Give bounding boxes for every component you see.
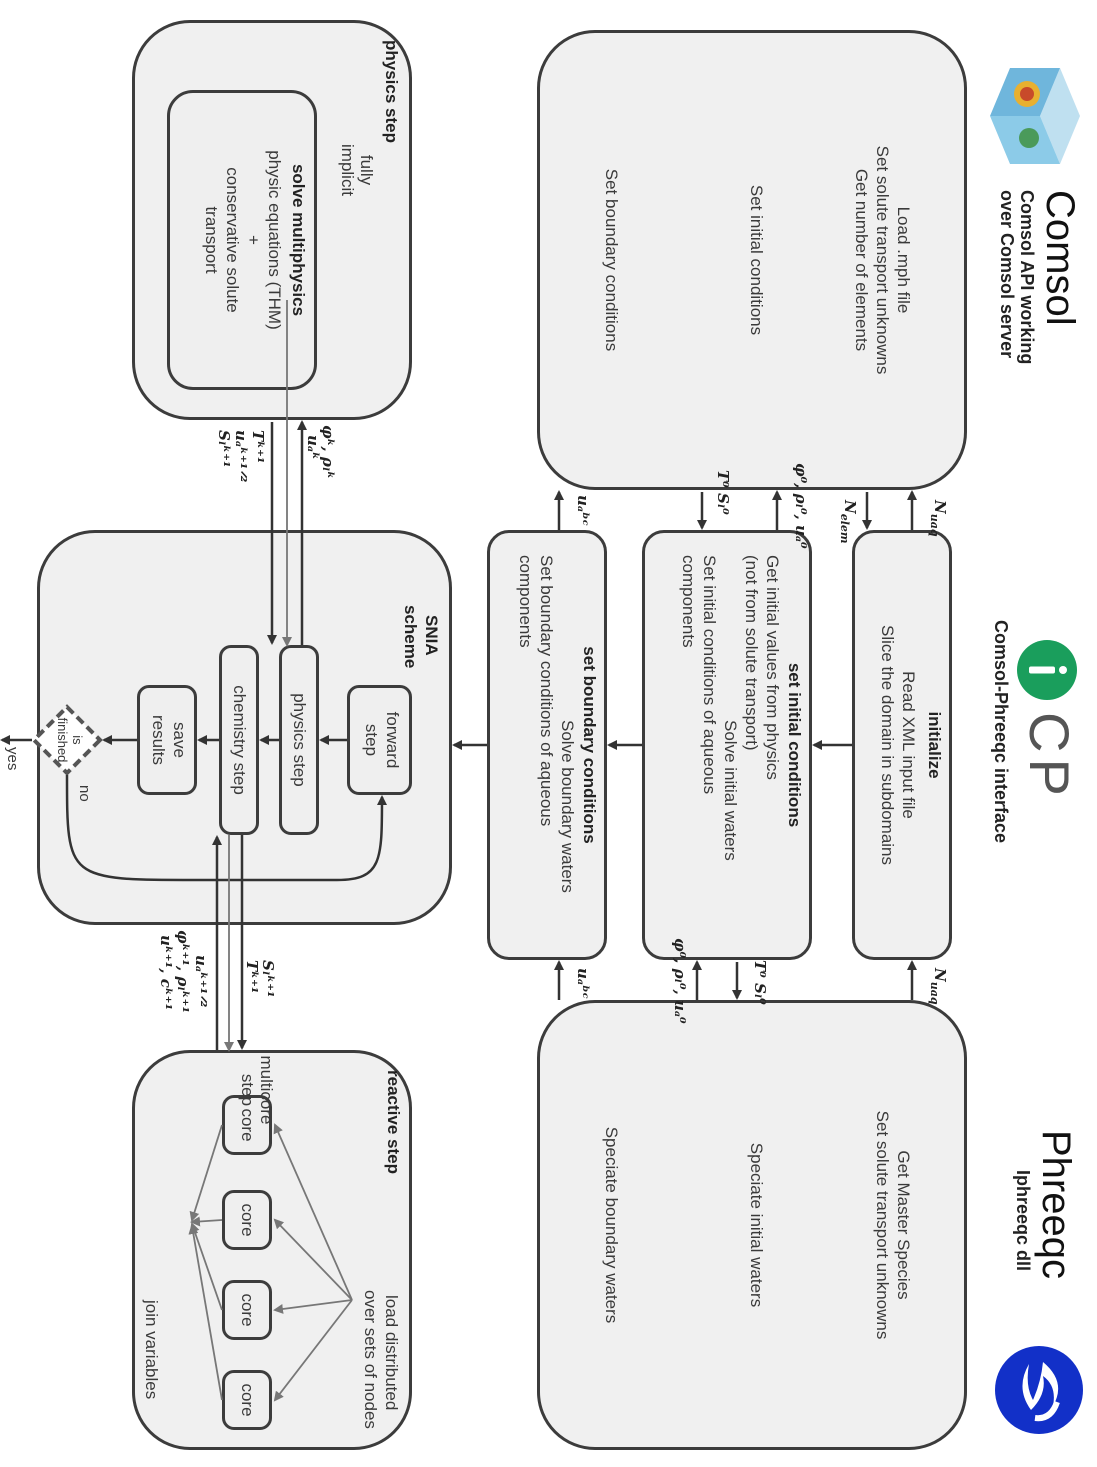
phreeqc-logo-icon	[991, 1342, 1087, 1438]
label-nelem: Nelem	[838, 500, 859, 544]
is-finished-diamond	[31, 704, 103, 776]
label-phys-out-2: uₐᵏ⁺¹ᐟ²	[232, 430, 250, 483]
label-nuaq-left: Nuaq	[928, 500, 949, 537]
label-phys-out-1: Tᵏ⁺¹	[249, 430, 267, 464]
label-nuaq-right: Nuaq	[928, 968, 949, 1005]
label-chem-out-3: uₐᵏ⁺¹ᐟ²	[192, 955, 210, 1008]
label-ubc-right: uₐᵇᶜ	[574, 968, 592, 999]
label-t0-left: T⁰ Sₗ⁰	[714, 470, 732, 515]
label-t0-right: T⁰ Sₗ⁰	[751, 960, 769, 1005]
label-phys-in-2: uₐᵏ	[304, 435, 322, 460]
label-chem-out-1: Sₗᵏ⁺¹	[259, 960, 277, 998]
label-phi0-right: φ⁰, ρₗ⁰, uₐ⁰	[671, 938, 689, 1024]
label-chem-in-1: φᵏ⁺¹, ρₗᵏ⁺¹	[174, 930, 192, 1014]
comsol-logo-icon	[985, 58, 1085, 174]
label-chem-out-2: Tᵏ⁺¹	[243, 960, 261, 994]
label-chem-in-2: uᵏ⁺¹, cᵏ⁺¹	[157, 935, 175, 1011]
label-phi0-left: φ⁰, ρₗ⁰, uₐ⁰	[792, 463, 810, 549]
label-phys-out-3: Sₗᵏ⁺¹	[215, 430, 233, 468]
label-ubc-left: uₐᵇᶜ	[574, 495, 592, 526]
icp-logo-icon	[1015, 638, 1079, 702]
arrow-loop-no	[65, 774, 387, 882]
